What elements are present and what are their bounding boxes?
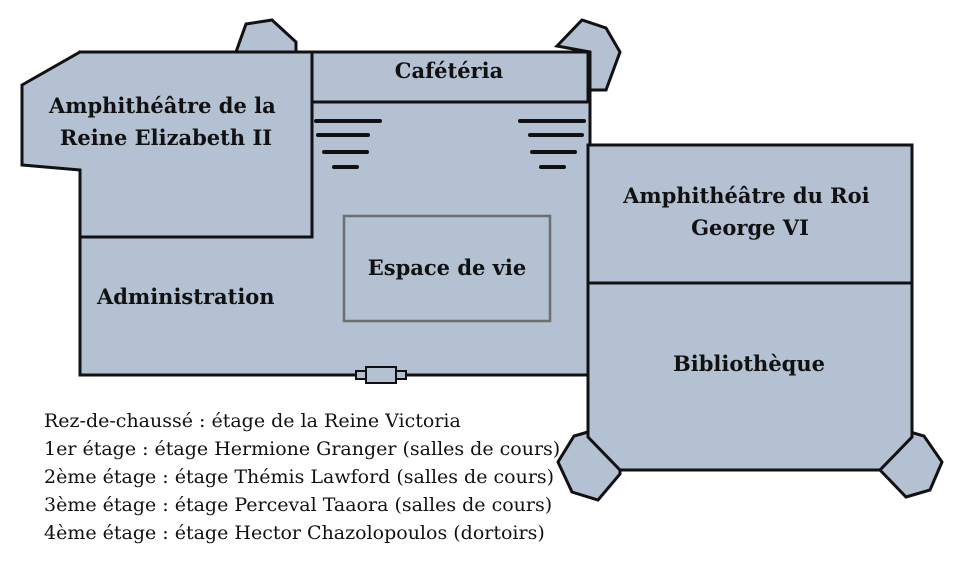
label-elizabeth-line1: Amphithéâtre de la <box>48 93 276 118</box>
stairs-left-icon <box>314 119 382 169</box>
stairs-right-icon <box>518 119 586 169</box>
room-cafeteria <box>310 50 590 104</box>
label-bibliotheque: Bibliothèque <box>673 351 825 376</box>
label-george-line1: Amphithéâtre du Roi <box>622 183 870 208</box>
right-building <box>556 143 944 502</box>
floor-legend: Rez-de-chaussé : étage de la Reine Victo… <box>44 410 560 544</box>
label-administration: Administration <box>96 284 275 309</box>
label-cafeteria: Cafétéria <box>395 58 504 83</box>
room-george <box>586 143 914 285</box>
label-espace-de-vie: Espace de vie <box>368 255 526 280</box>
room-elizabeth <box>20 50 314 239</box>
room-bibliotheque <box>586 281 914 472</box>
entrance-door-icon <box>355 366 407 384</box>
legend-line: 3ème étage : étage Perceval Taaora (sall… <box>44 494 552 516</box>
label-elizabeth: Amphithéâtre de la Reine Elizabeth II <box>48 93 283 150</box>
legend-line: 1er étage : étage Hermione Granger (sall… <box>44 438 560 460</box>
label-george-line2: George VI <box>691 215 809 240</box>
room-espace-de-vie <box>342 214 552 323</box>
legend-line: 4ème étage : étage Hector Chazolopoulos … <box>44 522 545 544</box>
label-george: Amphithéâtre du Roi George VI <box>622 183 877 240</box>
tower-top-left <box>233 18 298 54</box>
label-elizabeth-line2: Reine Elizabeth II <box>60 125 272 150</box>
tower-top-right <box>553 18 622 92</box>
legend-line: Rez-de-chaussé : étage de la Reine Victo… <box>44 410 461 432</box>
main-building <box>20 18 622 384</box>
legend-line: 2ème étage : étage Thémis Lawford (salle… <box>44 466 554 488</box>
